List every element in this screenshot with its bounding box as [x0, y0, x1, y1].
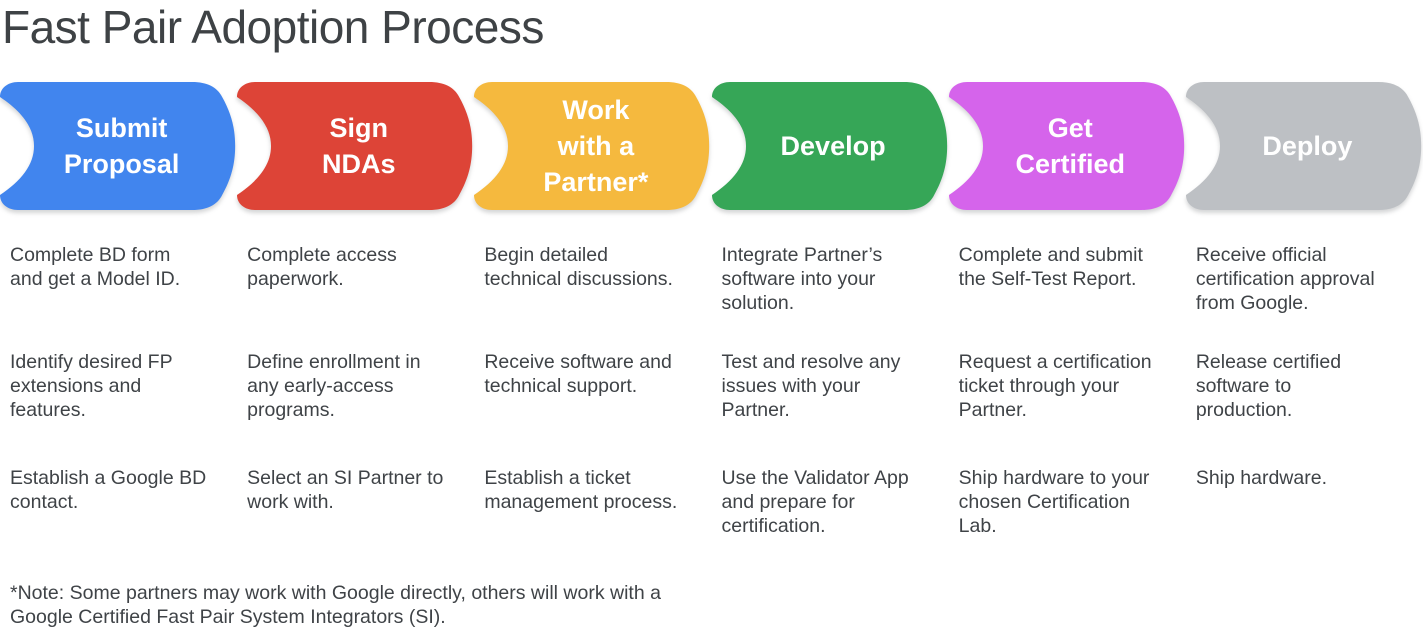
- stage-point: Establish a Google BD contact.: [10, 467, 207, 513]
- stage-arrow-path: [948, 82, 1184, 210]
- stage-shape-work-with-partner: Work with a Partner*: [474, 82, 711, 210]
- ribbon-arrow-shape: [474, 82, 710, 210]
- stage-arrow-path: [1185, 82, 1421, 210]
- stage-label: Deploy: [1262, 131, 1353, 161]
- process-stages: Submit Proposal Sign NDAs Work with a Pa…: [0, 82, 1423, 538]
- ribbon-arrow-shape: [711, 82, 947, 210]
- stage-shape-develop: Develop: [711, 82, 949, 210]
- stage-point: Receive official certification approval …: [1195, 244, 1375, 314]
- stage-point: Use the Validator App and prepare for ce…: [721, 467, 909, 537]
- stage-point: Complete access paperwork.: [247, 244, 397, 290]
- stage-arrow-path: [237, 82, 473, 210]
- stage-point: Identify desired FP extensions and featu…: [10, 351, 173, 421]
- footnote: *Note: Some partners may work with Googl…: [10, 582, 661, 628]
- stage-point: Integrate Partner’s software into your s…: [721, 244, 883, 314]
- stage-point: Complete BD form and get a Model ID.: [10, 244, 181, 290]
- stage-point: Ship hardware to your chosen Certificati…: [958, 467, 1150, 537]
- ribbon-arrow-shape: [1185, 82, 1421, 210]
- stage-point: Begin detailed technical discussions.: [484, 244, 673, 290]
- stage-label: Sign NDAs: [321, 113, 396, 179]
- stage-shape-deploy: Deploy: [1185, 82, 1423, 210]
- stage-point: Define enrollment in any early-access pr…: [247, 351, 421, 421]
- stage-arrow-path: [711, 82, 947, 210]
- stage-point: Request a certification ticket through y…: [958, 351, 1152, 421]
- stage-arrow-path: [0, 82, 236, 210]
- ribbon-arrow-shape: [0, 82, 236, 210]
- stage-point: Establish a ticket management process.: [484, 467, 678, 513]
- stage-label: Submit Proposal: [63, 113, 180, 179]
- stage-point: Select an SI Partner to work with.: [247, 467, 444, 513]
- stage-point: Ship hardware.: [1195, 467, 1327, 489]
- stage-label: Get Certified: [1015, 113, 1125, 179]
- stage-label: Develop: [780, 131, 886, 161]
- stage-shape-sign-ndas: Sign NDAs: [237, 82, 474, 210]
- stage-arrow-path: [474, 82, 710, 210]
- ribbon-arrow-shape: [237, 82, 473, 210]
- stage-point: Test and resolve any issues with your Pa…: [721, 351, 901, 421]
- stage-point: Release certified software to production…: [1195, 351, 1342, 421]
- page-title: Fast Pair Adoption Process: [2, 1, 544, 53]
- stage-point: Complete and submit the Self-Test Report…: [958, 244, 1143, 290]
- stage-shape-get-certified: Get Certified: [948, 82, 1186, 210]
- stage-point: Receive software and technical support.: [484, 351, 672, 397]
- stage-label: Work with a Partner*: [543, 95, 649, 197]
- ribbon-arrow-shape: [948, 82, 1184, 210]
- stage-shape-submit-proposal: Submit Proposal: [0, 82, 237, 210]
